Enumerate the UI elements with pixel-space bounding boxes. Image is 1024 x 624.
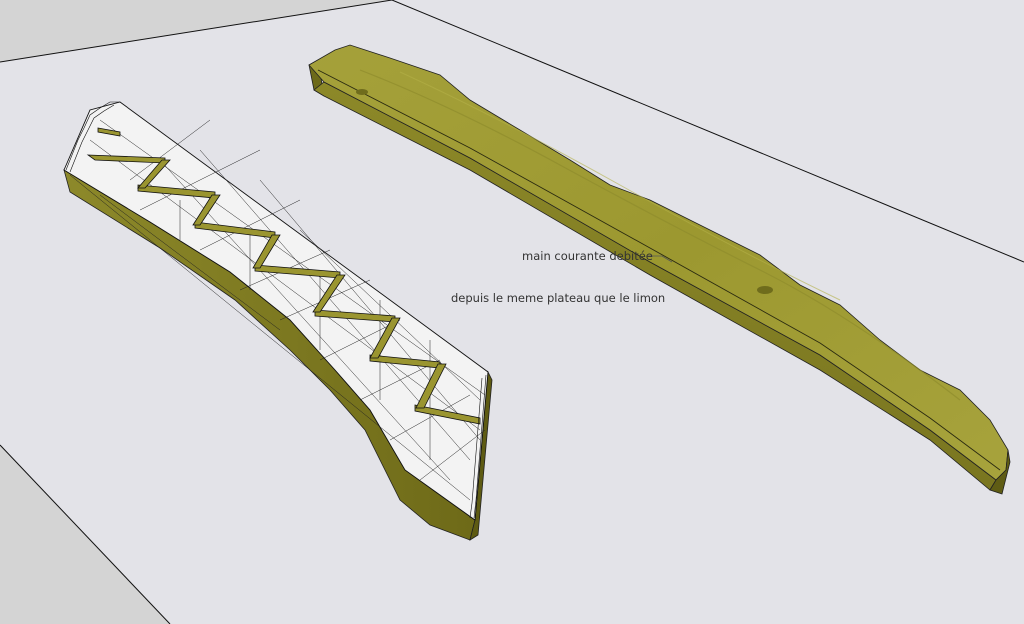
- plane-edge-top: [0, 0, 393, 63]
- handrail-grain-1: [359, 69, 961, 401]
- handrail-board[interactable]: [308, 44, 1011, 495]
- handrail-edge-line: [317, 69, 1001, 471]
- plane-edge-right: [391, 0, 1024, 263]
- plane-edge-left: [0, 444, 171, 624]
- handrail-end-face-right: [989, 449, 1011, 495]
- annotation-text-line-1: main courante debitée: [522, 249, 653, 263]
- stringer-step-notches: [86, 127, 481, 425]
- handrail-knot-2: [757, 286, 773, 294]
- stringer-tenon-edges: [65, 101, 487, 519]
- handrail-top-face: [308, 44, 1009, 481]
- handrail-knot-1: [356, 89, 368, 95]
- annotation-text-line-2: depuis le meme plateau que le limon: [451, 291, 666, 305]
- handrail-grain-2: [399, 71, 841, 301]
- stair-stringer[interactable]: [63, 101, 493, 541]
- annotation-leader-line: [648, 255, 673, 263]
